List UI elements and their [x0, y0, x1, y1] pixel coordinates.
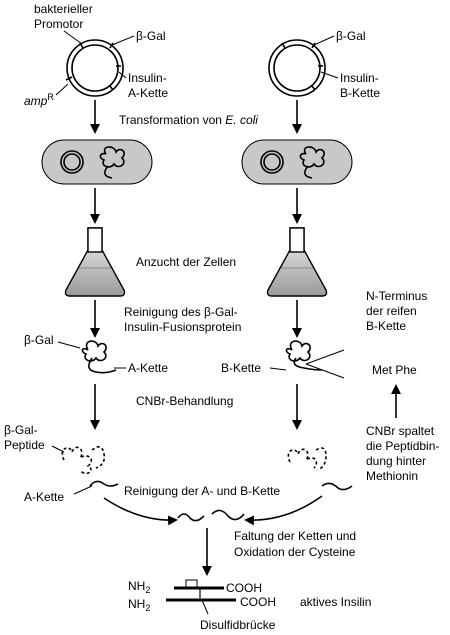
label-active-insulin: aktives Insilin: [300, 595, 371, 609]
label-peptides-line1: β-Gal-: [4, 423, 38, 437]
label-folding-line2: Oxidation der Cysteine: [234, 545, 356, 559]
bacterium-left-plasmid: [60, 150, 84, 174]
label-cultivation: Anzucht der Zellen: [136, 255, 236, 269]
label-disulfide-bridge: Disulfidbrücke: [200, 618, 276, 632]
bacterium-left-protein: [99, 146, 125, 179]
pointer-met-phe: [305, 363, 345, 379]
label-met-phe: Met Phe: [372, 363, 417, 377]
label-insulin-b-line2: B-Kette: [340, 86, 380, 100]
flask-left: [64, 227, 126, 297]
label-beta-gal-left: β-Gal: [136, 29, 166, 43]
label-bacterial-promoter-line1: bakterieller: [34, 2, 93, 16]
label-beta-gal-protein: β-Gal: [24, 333, 54, 347]
free-b-chain: [211, 509, 245, 521]
plasmid-right-inner-ring: [273, 44, 321, 92]
label-n-terminus-line1: N-Terminus: [366, 289, 427, 303]
arrow-converge-right: [244, 495, 323, 526]
label-cnbr-line1: CNBr spaltet: [366, 424, 435, 438]
plasmid-left-inner-ring: [71, 44, 119, 92]
flask-right: [266, 227, 328, 297]
label-purify-chains: Reinigung der A- und B-Kette: [124, 484, 280, 498]
label-beta-gal-right: β-Gal: [336, 29, 366, 43]
label-n-terminus-line2: der reifen: [366, 304, 417, 318]
label-a-chain: A-Kette: [128, 361, 168, 375]
label-nh2-top: NH2: [128, 579, 150, 595]
label-purification-line1: Reinigung des β-Gal-: [124, 305, 238, 319]
bacterium-right-plasmid: [260, 150, 284, 174]
label-insulin-b-line1: Insulin-: [340, 71, 379, 85]
label-nh2-bottom: NH2: [128, 597, 150, 613]
label-b-chain: B-Kette: [221, 361, 261, 375]
label-folding-line1: Faltung der Ketten und: [234, 529, 356, 543]
label-purification-line2: Insulin-Fusionsprotein: [124, 320, 241, 334]
label-insulin-a-line1: Insulin-: [128, 71, 167, 85]
peptides-right: [287, 447, 353, 491]
label-cnbr-line3: dung hinter: [366, 454, 426, 468]
plasmid-left-outer-ring: [66, 39, 124, 97]
label-peptides-line2: Peptide: [4, 438, 45, 452]
bacterium-right: [241, 139, 353, 185]
free-a-chain: [177, 513, 205, 522]
label-a-chain-lower: A-Kette: [24, 490, 64, 504]
pointer-n-terminus: [305, 349, 345, 365]
label-cnbr-line4: Methionin: [366, 469, 418, 483]
label-bacterial-promoter-line2: Promotor: [34, 17, 83, 31]
label-amp-resistance: ampR: [24, 92, 54, 108]
label-cnbr-line2: die Peptidbin-: [366, 439, 439, 453]
plasmid-right: [268, 39, 326, 97]
fusion-protein-left: [81, 340, 117, 374]
label-insulin-a-line2: A-Kette: [128, 86, 168, 100]
bacterium-right-protein: [299, 146, 325, 179]
label-transformation: Transformation von E. coli: [119, 113, 258, 127]
label-n-terminus-line3: B-Kette: [366, 319, 406, 333]
b-chain-fragment-right: [321, 482, 353, 491]
label-cnbr-treatment: CNBr-Behandlung: [136, 394, 233, 408]
label-cooh-top: COOH: [226, 581, 262, 595]
fusion-protein-right: [285, 340, 323, 371]
active-insulin: [166, 579, 236, 615]
arrow-converge-left: [103, 497, 178, 526]
label-cooh-bottom: COOH: [240, 595, 276, 609]
peptides-left: [61, 446, 119, 487]
bacterium-left: [41, 139, 153, 185]
plasmid-left: [65, 39, 124, 97]
a-chain-fragment-left: [89, 480, 119, 487]
plasmid-right-outer-ring: [268, 39, 326, 97]
